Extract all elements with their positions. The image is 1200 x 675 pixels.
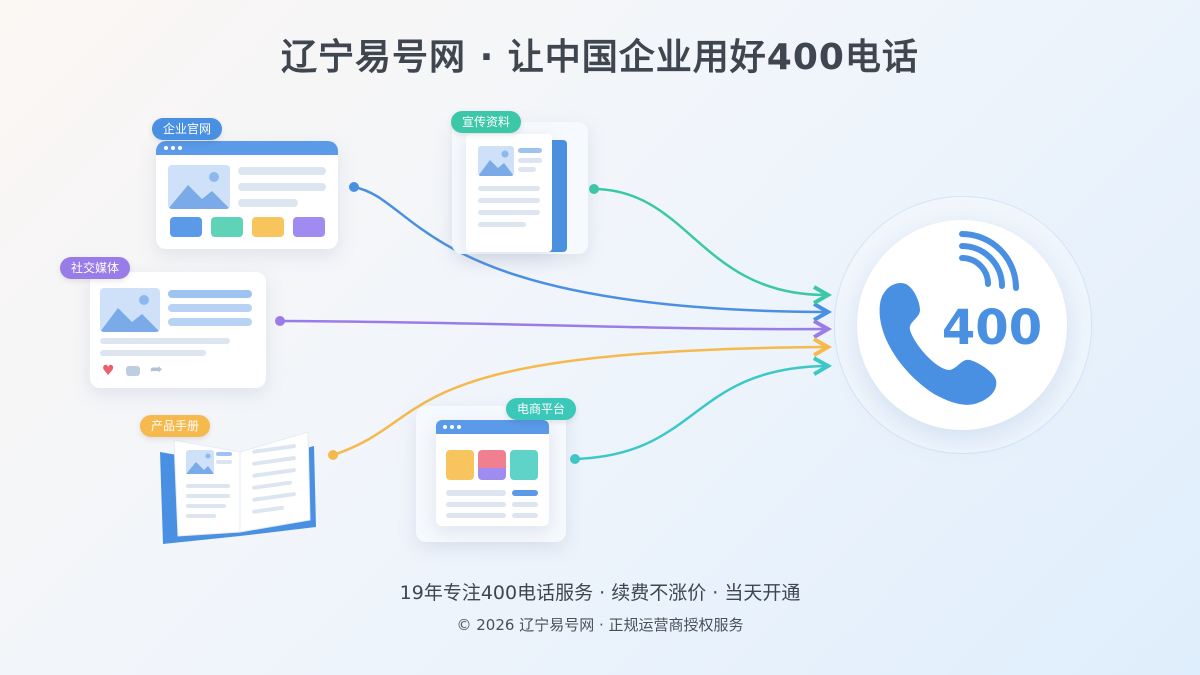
node-manual xyxy=(328,450,338,460)
website-card xyxy=(156,141,338,249)
node-social xyxy=(275,316,285,326)
line-manual xyxy=(332,347,826,457)
line-ecommerce xyxy=(574,366,826,461)
node-brochure xyxy=(589,184,599,194)
brochure-label: 宣传资料 xyxy=(451,111,522,133)
node-website xyxy=(349,182,359,192)
image-placeholder-icon xyxy=(478,146,514,176)
image-placeholder-icon xyxy=(100,288,160,332)
website-label: 企业官网 xyxy=(152,118,223,140)
heart-icon: ♥ xyxy=(102,363,115,379)
brochure-card xyxy=(466,134,552,252)
line-brochure xyxy=(593,187,826,295)
tagline: 19年专注400电话服务 · 续费不涨价 · 当天开通 xyxy=(399,582,801,604)
hub-number: 400 xyxy=(941,300,1043,356)
social-card: ♥ ➦ xyxy=(90,272,266,388)
node-ecommerce xyxy=(570,454,580,464)
copyright: © 2026 辽宁易号网 · 正规运营商授权服务 xyxy=(456,616,744,634)
page-title: 辽宁易号网 · 让中国企业用好400电话 xyxy=(281,37,919,78)
share-icon: ➦ xyxy=(150,360,163,378)
manual-label: 产品手册 xyxy=(140,415,211,437)
image-placeholder-icon xyxy=(168,165,230,209)
line-website xyxy=(353,185,826,312)
brochure-spine xyxy=(548,140,567,252)
ecommerce-label: 电商平台 xyxy=(506,398,577,420)
social-label: 社交媒体 xyxy=(60,257,131,279)
line-social xyxy=(279,321,826,329)
ecommerce-card xyxy=(436,420,549,526)
comment-icon xyxy=(126,366,140,376)
website-window-bar xyxy=(156,141,338,155)
